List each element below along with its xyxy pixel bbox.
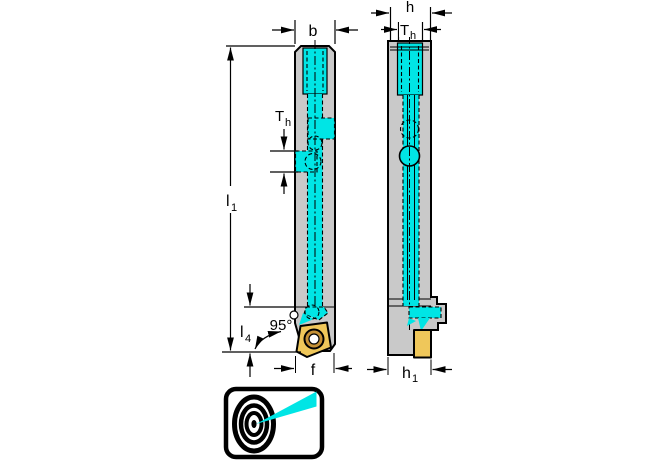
dimension-f: f xyxy=(274,353,352,379)
precision-coolant-target-icon xyxy=(223,386,325,460)
label-b: b xyxy=(309,23,318,40)
front-coolant-jets xyxy=(299,304,329,325)
label-l4: l xyxy=(240,324,244,341)
label-l1-sub: 1 xyxy=(231,202,237,214)
label-h1-sub: 1 xyxy=(412,373,418,385)
dimension-angle: 95° xyxy=(254,317,293,350)
dimension-b: b xyxy=(272,20,358,44)
side-view xyxy=(387,35,447,359)
side-coolant-jets xyxy=(407,306,442,331)
coolant-beam-icon xyxy=(256,391,317,424)
side-insert xyxy=(413,329,432,359)
front-coolant-port-left xyxy=(294,150,318,173)
dimension-h1: h 1 xyxy=(367,357,452,385)
label-l1: l xyxy=(226,193,230,210)
front-pocket-notch xyxy=(289,310,299,320)
dimension-th-side: T h xyxy=(381,21,441,42)
label-angle: 95° xyxy=(270,317,293,334)
label-f: f xyxy=(311,362,316,379)
label-l4-sub: 4 xyxy=(245,333,251,345)
front-coolant-port-right xyxy=(307,117,336,140)
label-th-side: T xyxy=(400,22,409,39)
side-coolant-channel xyxy=(403,95,419,306)
dimension-th-front: T h xyxy=(270,108,298,194)
front-view xyxy=(289,40,336,358)
dimension-l1: l 1 xyxy=(221,45,301,353)
label-th-front: T xyxy=(275,108,284,125)
label-th-front-sub: h xyxy=(285,117,291,129)
label-h1: h xyxy=(402,365,411,382)
dimension-l4: l 4 xyxy=(240,284,295,377)
bullseye-icon xyxy=(232,394,276,454)
label-th-side-sub: h xyxy=(410,30,416,42)
dimension-h: h xyxy=(371,0,452,40)
label-h: h xyxy=(406,0,414,16)
